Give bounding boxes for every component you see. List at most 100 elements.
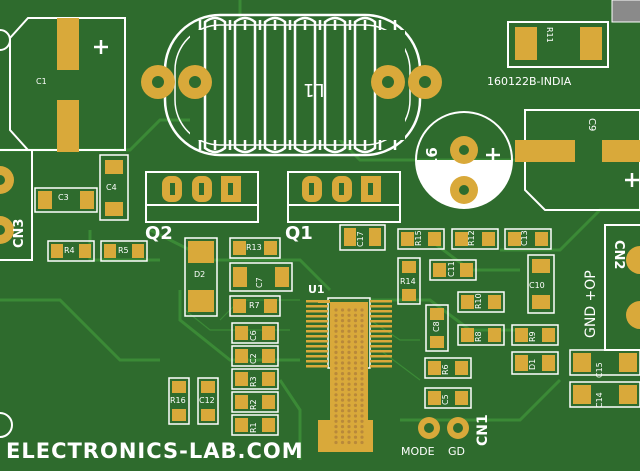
thermal-via xyxy=(353,319,358,323)
thermal-via xyxy=(340,313,345,317)
thermal-via xyxy=(360,414,364,418)
thermal-via xyxy=(347,372,351,376)
thermal-via xyxy=(340,403,345,407)
thermal-via xyxy=(360,430,364,434)
thermal-via xyxy=(347,324,351,328)
thermal-via xyxy=(347,340,351,344)
cn2-label: CN2 xyxy=(611,240,626,270)
thermal-via xyxy=(334,377,338,381)
u1-pin xyxy=(370,350,392,353)
thermal-via xyxy=(347,409,351,413)
c9-label: C9 xyxy=(586,118,597,132)
u1-pin xyxy=(370,320,392,323)
l1-footprint xyxy=(141,13,442,157)
thermal-via xyxy=(340,329,345,333)
q1-label: Q1 xyxy=(285,223,313,244)
r13-label: R13 xyxy=(246,243,262,252)
thermal-via xyxy=(353,382,358,386)
c11-label: C11 xyxy=(447,261,456,277)
thermal-via xyxy=(334,393,338,397)
thermal-via xyxy=(347,313,351,317)
u1-pin xyxy=(370,310,392,313)
q1-footprint xyxy=(287,171,401,223)
thermal-via xyxy=(347,387,351,392)
c16-footprint xyxy=(415,111,513,209)
thermal-via xyxy=(347,393,351,397)
c13-label: C13 xyxy=(520,230,529,246)
thermal-via xyxy=(360,366,364,370)
u1-pin xyxy=(370,305,392,308)
u1-pin xyxy=(306,330,328,333)
thermal-via xyxy=(347,403,351,407)
thermal-via xyxy=(334,409,338,413)
thermal-via xyxy=(347,356,351,360)
u1-pin xyxy=(306,305,328,308)
d2-label: D2 xyxy=(194,270,206,279)
thermal-via xyxy=(360,308,364,312)
u1-pin xyxy=(370,355,392,358)
thermal-via xyxy=(334,361,338,365)
c3-outline xyxy=(34,187,98,213)
thermal-via xyxy=(360,403,364,407)
thermal-via xyxy=(347,308,351,312)
thermal-via xyxy=(334,382,338,386)
r6-label: R6 xyxy=(441,364,450,375)
r2-label: R2 xyxy=(249,399,258,410)
thermal-via xyxy=(360,324,364,328)
thermal-via xyxy=(353,430,358,434)
d1-label: D1 xyxy=(528,358,537,370)
u1-pin xyxy=(306,355,328,358)
thermal-via xyxy=(353,393,358,397)
thermal-via xyxy=(347,419,351,423)
u1-pin xyxy=(306,360,328,363)
thermal-via xyxy=(360,409,364,413)
q2-footprint xyxy=(145,171,259,223)
r12-label: R12 xyxy=(467,230,476,246)
thermal-via xyxy=(353,308,358,312)
gd-label: GD xyxy=(448,445,465,458)
r1-label: R1 xyxy=(249,422,258,433)
thermal-via xyxy=(340,361,345,365)
u1-pin xyxy=(370,325,392,328)
thermal-via xyxy=(360,398,364,402)
thermal-via xyxy=(340,350,345,354)
cn3-label: CN3 xyxy=(12,218,27,248)
thermal-via xyxy=(353,366,358,370)
thermal-via xyxy=(340,308,345,312)
thermal-via xyxy=(340,345,345,349)
thermal-via xyxy=(347,329,351,333)
thermal-via xyxy=(360,356,364,360)
thermal-via xyxy=(347,440,351,445)
thermal-via xyxy=(334,398,338,402)
thermal-via xyxy=(353,334,358,339)
r16-label: R16 xyxy=(170,396,186,405)
c5-label: C5 xyxy=(441,394,450,405)
u1-pin xyxy=(306,365,328,368)
u1-pin xyxy=(306,315,328,318)
thermal-via xyxy=(360,345,364,349)
thermal-via xyxy=(334,435,338,439)
thermal-via xyxy=(340,414,345,418)
cn1-label: CN1 xyxy=(475,414,491,446)
thermal-via xyxy=(334,430,338,434)
thermal-via xyxy=(353,425,358,429)
r3-label: R3 xyxy=(249,376,258,387)
c1-label: C1 xyxy=(36,77,47,86)
c2-label: C2 xyxy=(249,353,258,364)
r10-label: R10 xyxy=(474,293,483,309)
r11-label: R11 xyxy=(545,27,554,43)
thermal-via xyxy=(340,393,345,397)
u1-pin xyxy=(306,300,328,303)
thermal-via xyxy=(340,440,345,445)
thermal-via xyxy=(347,334,351,339)
smd-parts xyxy=(168,224,640,436)
thermal-via xyxy=(353,340,358,344)
thermal-via xyxy=(340,398,345,402)
u1-pin xyxy=(370,335,392,338)
u1-pin xyxy=(370,365,392,368)
thermal-via xyxy=(347,414,351,418)
thermal-via xyxy=(353,372,358,376)
c4-label: C4 xyxy=(106,183,117,192)
thermal-via xyxy=(334,366,338,370)
thermal-via xyxy=(347,382,351,386)
